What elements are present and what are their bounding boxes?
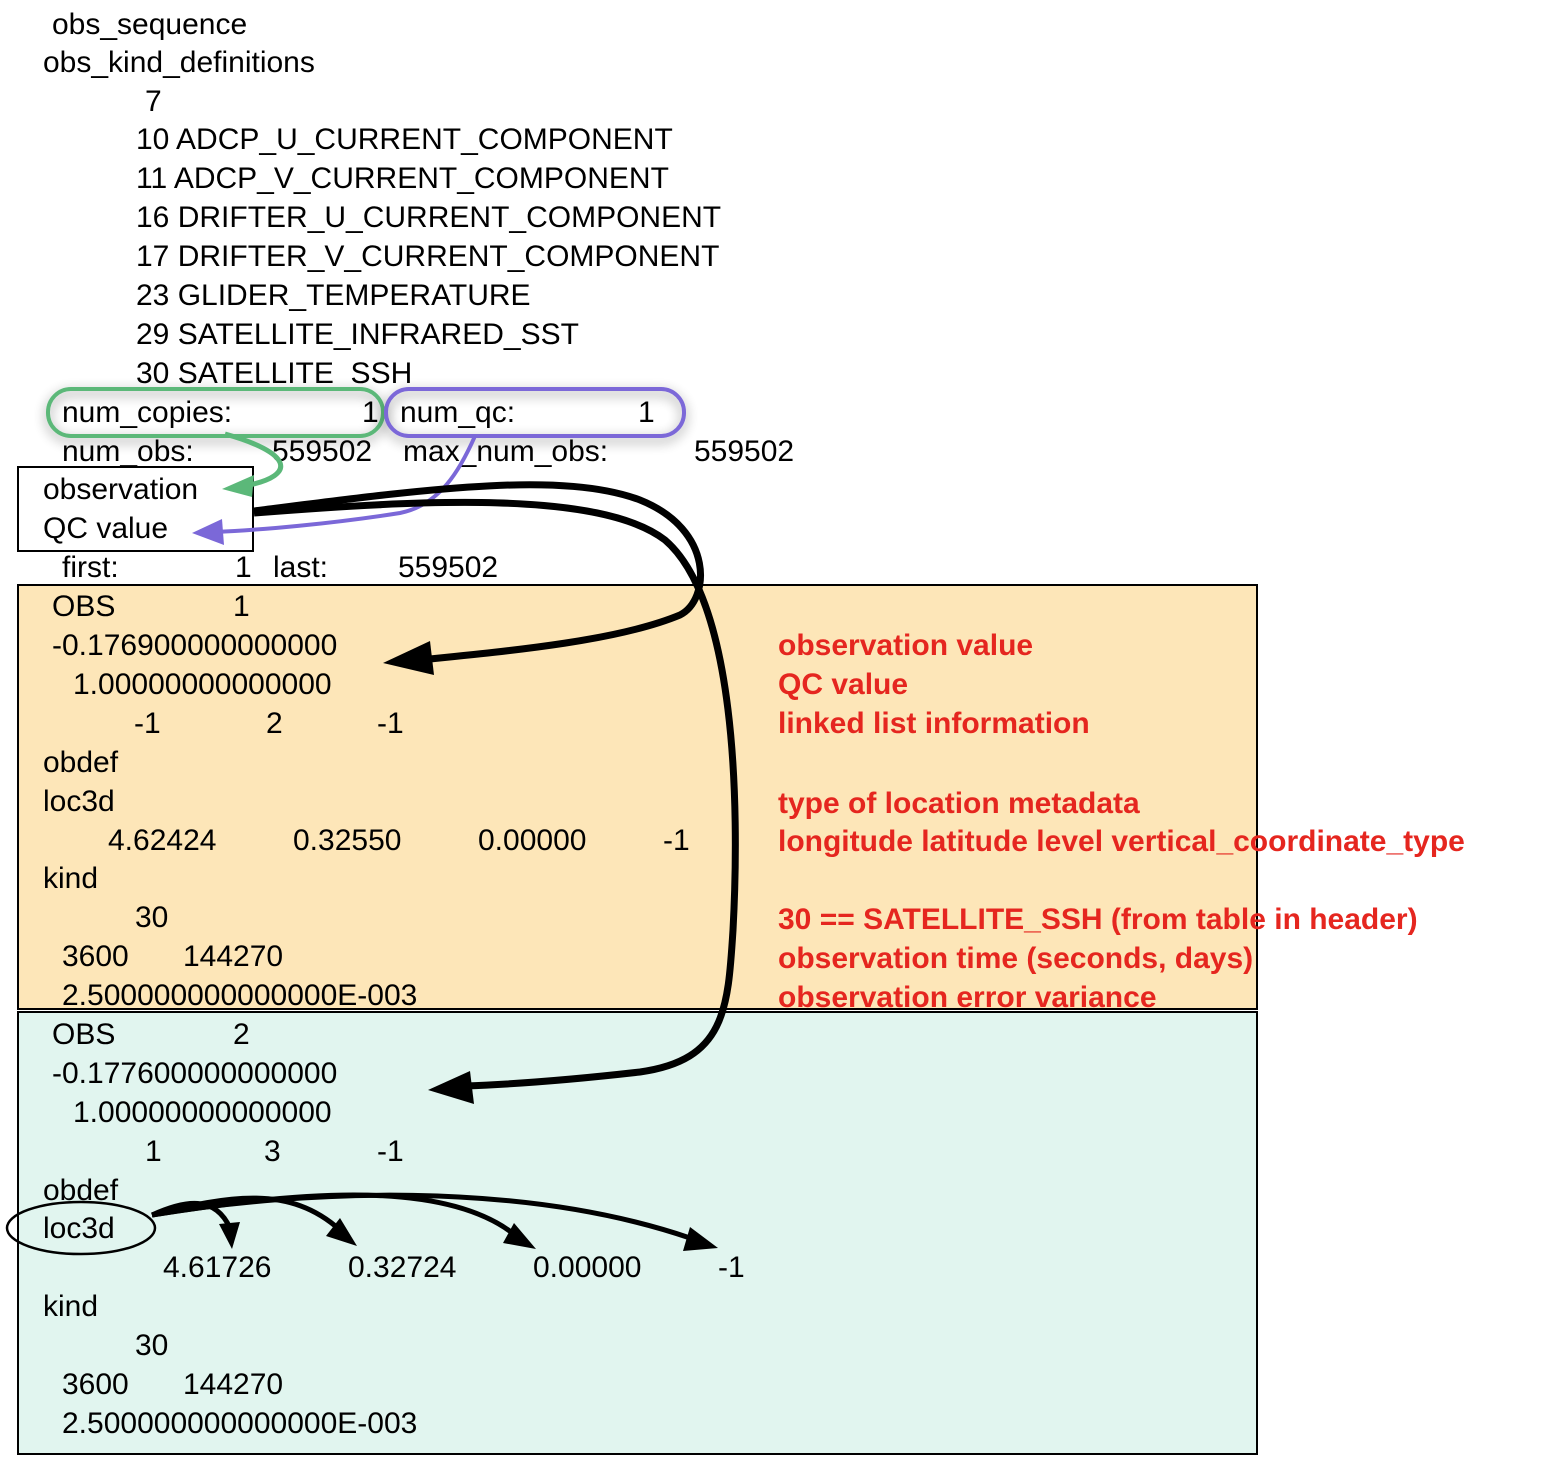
- kind-definition: 11 ADCP_V_CURRENT_COMPONENT: [136, 162, 669, 195]
- max-num-obs-value: 559502: [694, 435, 795, 468]
- obs1-link-next: 2: [266, 707, 283, 740]
- obs1-level: 0.00000: [478, 824, 587, 857]
- kind-definition: 17 DRIFTER_V_CURRENT_COMPONENT: [136, 240, 720, 273]
- num-obs-value: 559502: [272, 435, 373, 468]
- copy-meta-observation: observation: [43, 473, 199, 506]
- obs1-time-seconds: 3600: [62, 940, 129, 973]
- obs2-label: OBS: [52, 1018, 116, 1051]
- obs2-vertical-type: -1: [718, 1251, 745, 1284]
- green-arrow: [224, 431, 284, 489]
- obs2-latitude: 0.32724: [348, 1251, 457, 1284]
- annotation-location-fields: longitude latitude level vertical_coordi…: [778, 825, 1465, 858]
- obs2-obdef: obdef: [43, 1174, 119, 1207]
- obs2-qc: 1.00000000000000: [73, 1096, 332, 1129]
- obs2-time-seconds: 3600: [62, 1368, 129, 1401]
- annotation-observation-value: observation value: [778, 629, 1034, 662]
- kind-definition: 23 GLIDER_TEMPERATURE: [136, 279, 531, 312]
- annotation-time: observation time (seconds, days): [778, 942, 1254, 975]
- obs2-link-next: 3: [264, 1135, 281, 1168]
- kind-definition: 10 ADCP_U_CURRENT_COMPONENT: [136, 123, 673, 156]
- obs2-level: 0.00000: [533, 1251, 642, 1284]
- obs1-vertical-type: -1: [663, 824, 690, 857]
- annotation-kind: 30 == SATELLITE_SSH (from table in heade…: [778, 903, 1418, 936]
- obs1-value: -0.176900000000000: [52, 629, 338, 662]
- purple-arrowhead-icon: [192, 519, 224, 545]
- num-qc-value: 1: [638, 396, 655, 429]
- num-copies-highlight: [46, 387, 385, 438]
- obs1-number: 1: [233, 590, 250, 623]
- first-value: 1: [235, 551, 252, 584]
- obs2-loc-type: loc3d: [43, 1212, 115, 1245]
- obs2-kind-label: kind: [43, 1290, 99, 1323]
- annotation-location-type: type of location metadata: [778, 787, 1140, 820]
- vertical-type-arrowhead-icon: [683, 1227, 718, 1251]
- last-pointer-arrowhead-icon: [428, 1071, 474, 1104]
- obs1-latitude: 0.32550: [293, 824, 402, 857]
- longitude-arrowhead-icon: [219, 1222, 240, 1249]
- obs2-time-days: 144270: [183, 1368, 284, 1401]
- copy-meta-qc: QC value: [43, 512, 169, 545]
- kind-definition: 29 SATELLITE_INFRARED_SST: [136, 318, 579, 351]
- level-arrowhead-icon: [503, 1223, 536, 1249]
- obs-kind-definitions-label: obs_kind_definitions: [43, 46, 315, 79]
- latitude-arrowhead-icon: [326, 1218, 357, 1246]
- green-arrowhead-icon: [222, 475, 254, 497]
- num-copies-label: num_copies:: [62, 396, 233, 429]
- obs1-loc-type: loc3d: [43, 785, 115, 818]
- annotation-error-variance: observation error variance: [778, 981, 1157, 1014]
- obs2-longitude: 4.61726: [163, 1251, 272, 1284]
- obs1-link-prev: -1: [134, 707, 161, 740]
- max-num-obs-label: max_num_obs:: [403, 435, 609, 468]
- last-label: last:: [273, 551, 329, 584]
- obs2-value: -0.177600000000000: [52, 1057, 338, 1090]
- annotation-linked-list: linked list information: [778, 707, 1090, 740]
- obs1-obdef: obdef: [43, 746, 119, 779]
- obs1-kind-label: kind: [43, 862, 99, 895]
- num-qc-label: num_qc:: [400, 396, 516, 429]
- annotation-qc-value: QC value: [778, 668, 909, 701]
- num-kinds: 7: [145, 85, 162, 118]
- obs1-label: OBS: [52, 590, 116, 623]
- obs1-link-cov: -1: [377, 707, 404, 740]
- obs2-kind-value: 30: [135, 1329, 169, 1362]
- kind-definition: 30 SATELLITE_SSH: [136, 357, 413, 390]
- num-qc-highlight: [384, 387, 686, 438]
- last-pointer-arrow: [253, 498, 739, 1090]
- vertical-type-arrow: [151, 1192, 691, 1241]
- purple-arrow: [214, 435, 477, 534]
- obs1-panel: [17, 584, 1258, 1010]
- obs1-error-variance: 2.500000000000000E-003: [62, 979, 418, 1012]
- loc3d-highlight: [5, 1200, 157, 1256]
- obs2-link-cov: -1: [377, 1135, 404, 1168]
- first-pointer-arrowhead-icon: [383, 641, 434, 675]
- obs-sequence-label: obs_sequence: [52, 8, 248, 41]
- obs1-qc: 1.00000000000000: [73, 668, 332, 701]
- last-value: 559502: [398, 551, 499, 584]
- kind-definition: 16 DRIFTER_U_CURRENT_COMPONENT: [136, 201, 722, 234]
- obs1-longitude: 4.62424: [108, 824, 217, 857]
- obs2-number: 2: [233, 1018, 250, 1051]
- obs2-error-variance: 2.500000000000000E-003: [62, 1407, 418, 1440]
- first-label: first:: [62, 551, 119, 584]
- num-obs-label: num_obs:: [62, 435, 194, 468]
- obs1-kind-value: 30: [135, 901, 169, 934]
- num-copies-value: 1: [362, 396, 379, 429]
- obs1-time-days: 144270: [183, 940, 284, 973]
- obs2-link-prev: 1: [145, 1135, 162, 1168]
- first-pointer-arrow: [253, 481, 704, 664]
